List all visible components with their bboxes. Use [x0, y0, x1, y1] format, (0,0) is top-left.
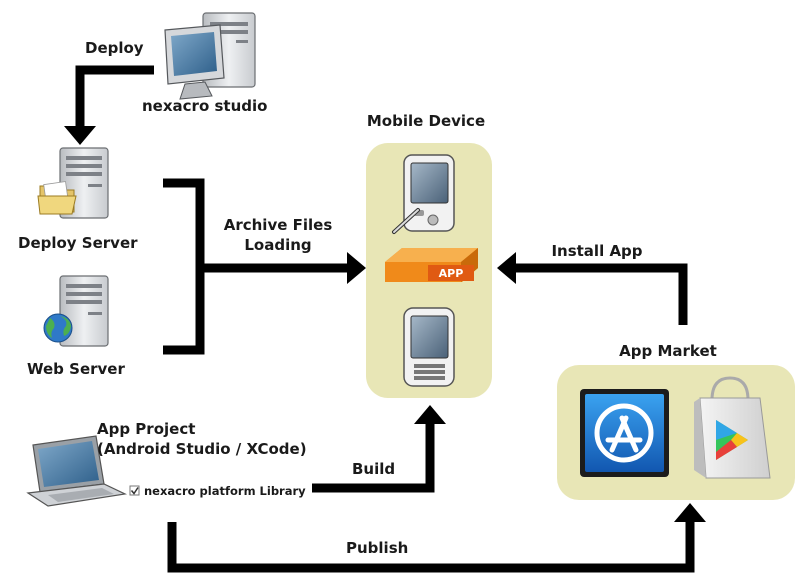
publish-label: Publish [346, 539, 408, 557]
pda-stylus-icon [392, 154, 455, 234]
deploy-label: Deploy [85, 39, 144, 57]
app-project-tools-label: (Android Studio / XCode) [97, 440, 307, 458]
build-arrow [312, 405, 446, 493]
install-app-arrow [497, 252, 688, 325]
deploy-server-label: Deploy Server [18, 234, 138, 252]
deploy-arrow [64, 65, 154, 145]
laptop-icon [26, 435, 128, 507]
archive-loading-arrow [163, 178, 366, 355]
globe-icon [43, 313, 73, 343]
app-store-icon [580, 389, 669, 477]
play-store-bag-icon [694, 376, 771, 479]
web-server-icon [43, 275, 109, 347]
deploy-server-icon [37, 147, 109, 219]
library-checkbox[interactable] [129, 485, 140, 496]
app-market-title: App Market [619, 342, 717, 360]
workstation-icon [164, 12, 256, 100]
play-logo-icon [716, 420, 748, 460]
folder-icon [37, 181, 77, 215]
app-package-icon: APP [385, 248, 478, 282]
web-server-label: Web Server [27, 360, 125, 378]
build-label: Build [352, 460, 395, 478]
install-app-label: Install App [551, 242, 642, 260]
studio-label: nexacro studio [142, 97, 267, 115]
archive-files-label: Archive Files [224, 216, 333, 234]
smartphone-icon [403, 307, 455, 387]
publish-arrow [167, 503, 706, 573]
mobile-device-title: Mobile Device [367, 112, 485, 130]
app-project-label: App Project [97, 420, 195, 438]
library-label: nexacro platform Library [144, 484, 306, 498]
app-badge-label: APP [439, 267, 464, 280]
loading-label: Loading [244, 236, 311, 254]
